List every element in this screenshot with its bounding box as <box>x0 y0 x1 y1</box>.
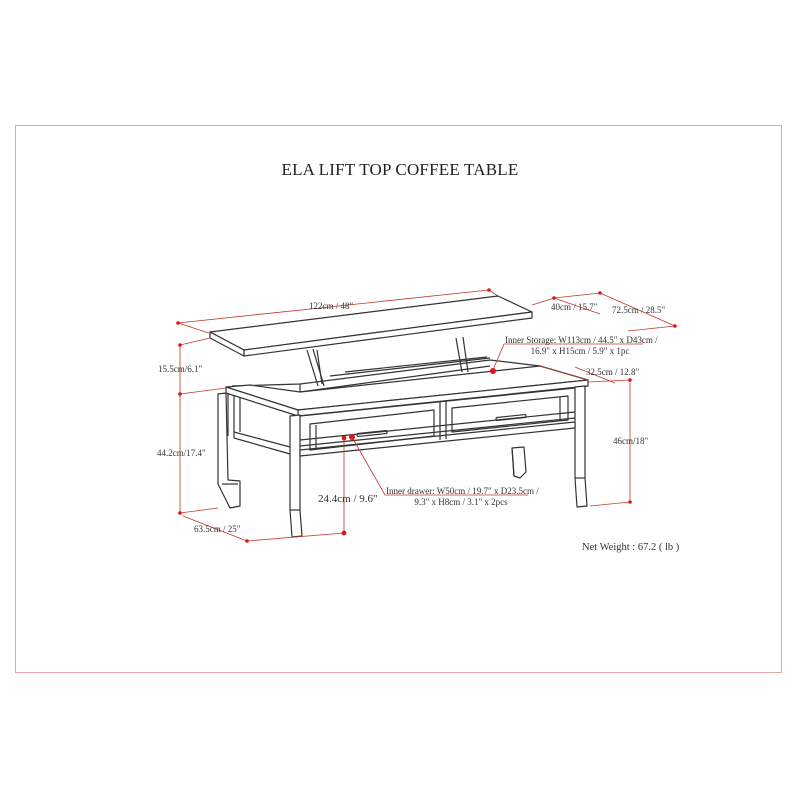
top-depth-label: 40cm / 15.7" <box>551 302 598 312</box>
inner-storage-line2: 16.9" x H15cm / 5.9" x 1pc <box>530 346 630 356</box>
table-height-label: 46cm/18" <box>613 436 649 446</box>
dimension-lines <box>177 289 676 542</box>
clearance-height-label: 24.4cm / 9.6" <box>318 493 378 505</box>
inner-drawer-line2: 9.3" x H8cm / 3.1" x 2pcs <box>414 497 508 507</box>
base-depth-label: 32.5cm / 12.8" <box>586 367 640 377</box>
inner-drawer-line1: Inner drawer: W50cm / 19.7" x D23.5cm / <box>386 486 539 496</box>
table-outline <box>209 295 589 538</box>
right-drawer <box>451 395 569 433</box>
diagram-title: ELA LIFT TOP COFFEE TABLE <box>281 160 519 179</box>
net-weight-label: Net Weight : 67.2 ( lb ) <box>582 542 680 553</box>
left-drawer <box>309 409 435 451</box>
page-frame <box>15 125 782 673</box>
base-width-label: 63.5cm / 25" <box>194 524 241 534</box>
lift-height-label: 15.5cm/6.1" <box>158 364 203 374</box>
back-left-leg <box>217 392 241 509</box>
right-drawer-handle <box>495 413 527 422</box>
total-height-label: 44.2cm/17.4" <box>157 448 206 458</box>
dimension-dots <box>176 288 677 543</box>
overall-depth-label: 72.5cm / 28.5" <box>612 305 666 315</box>
inner-storage-marker <box>490 368 496 374</box>
inner-drawer-marker <box>349 434 355 440</box>
overall-width-label: 122cm / 48" <box>309 301 354 311</box>
left-drawer-handle <box>356 429 388 438</box>
front-left-leg <box>289 414 303 538</box>
inner-storage-callout: Inner Storage: W113cm / 44.5" x D43cm / … <box>505 335 658 356</box>
front-right-leg <box>574 385 588 508</box>
inner-storage-line1: Inner Storage: W113cm / 44.5" x D43cm / <box>505 335 658 345</box>
inner-drawer-callout: Inner drawer: W50cm / 19.7" x D23.5cm / … <box>386 486 539 507</box>
